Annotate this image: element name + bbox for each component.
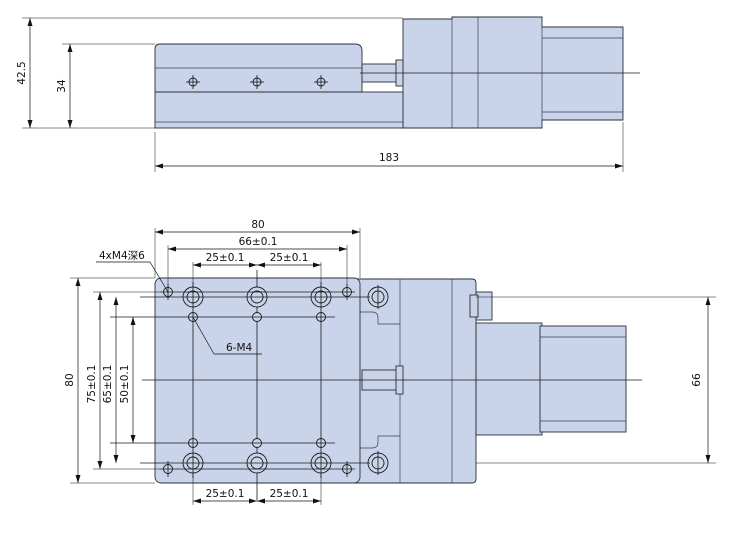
top-motor: [539, 325, 627, 433]
side-view: 42.5 34 183: [16, 16, 640, 172]
dim-label-top-pitch-right: 25±0.1: [270, 252, 309, 264]
dim-label-table-height: 80: [64, 373, 76, 386]
dim-label-v65: 65±0.1: [102, 365, 114, 404]
side-motor-housing: [402, 16, 624, 129]
dim-label-table-width: 80: [251, 219, 264, 231]
dim-label-base-width: 66: [691, 373, 703, 387]
dim-label-hole-pitch-66: 66±0.1: [239, 236, 278, 248]
dim-label-bottom-pitch-right: 25±0.1: [270, 488, 309, 500]
dim-label-183: 183: [379, 152, 399, 164]
note-tapped: 6-M4: [226, 342, 253, 354]
dim-label-34: 34: [56, 79, 68, 93]
top-base: [354, 278, 477, 484]
top-table: [154, 277, 361, 484]
dim-label-bottom-pitch-left: 25±0.1: [206, 488, 245, 500]
top-view: 80 66±0.1 25±0.1 25±0.1 25±0.1 25±0.1: [64, 219, 716, 505]
top-motor-block: [475, 322, 543, 436]
dim-label-v75: 75±0.1: [86, 365, 98, 404]
dim-label-42-5: 42.5: [16, 61, 28, 84]
dim-label-top-pitch-left: 25±0.1: [206, 252, 245, 264]
side-holes: [186, 75, 328, 89]
note-counterbore: 4xM4深6: [99, 250, 145, 262]
side-base-plate: [154, 91, 404, 129]
dim-label-v50: 50±0.1: [119, 365, 131, 404]
